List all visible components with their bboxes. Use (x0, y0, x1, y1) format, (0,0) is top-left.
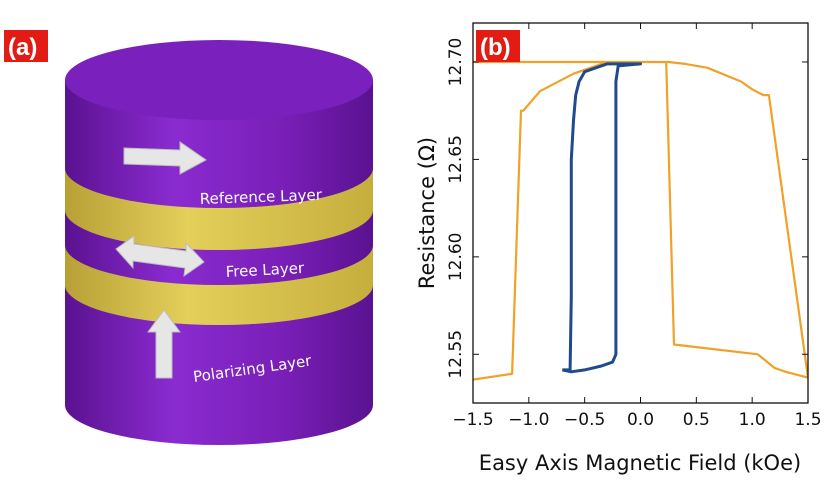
reference-layer-label: Reference Layer (200, 186, 324, 208)
arrow-right-icon (123, 141, 207, 175)
resistance-chart: −1.5 −1.0 −0.5 0.0 0.5 1.0 1.5 12.55 12.60 12.65 1… (415, 22, 822, 475)
plot-frame (472, 22, 809, 404)
y-tick-label: 12.60 (446, 233, 466, 282)
x-tick-label: −1.0 (508, 410, 549, 430)
x-tick-label: 1.0 (739, 410, 766, 430)
badge-a-text: (a) (8, 34, 37, 61)
x-tick-label: 1.5 (794, 410, 821, 430)
band-lower (65, 245, 373, 325)
y-tick-label: 12.70 (446, 38, 466, 87)
spin-valve-diagram: Reference Layer Free Layer Polarizing La… (4, 30, 373, 445)
x-tick-label: 0.5 (683, 410, 710, 430)
badge-b-text: (b) (480, 34, 511, 61)
y-axis-label: Resistance (Ω) (415, 137, 439, 289)
series-line-1 (561, 62, 642, 374)
x-axis-label: Easy Axis Magnetic Field (kOe) (479, 451, 801, 475)
y-tick-label: 12.65 (446, 135, 466, 184)
arrow-left-right-icon (115, 235, 205, 278)
x-tick-label: −1.5 (452, 410, 493, 430)
band-upper (65, 168, 373, 250)
y-tick-label: 12.55 (446, 330, 466, 379)
x-tick-label: −0.5 (564, 410, 605, 430)
free-layer-label: Free Layer (225, 259, 305, 281)
badge-b (476, 30, 520, 62)
cylinder-body (65, 80, 373, 445)
x-tick-label: 0.0 (627, 410, 654, 430)
arrow-up-icon (147, 309, 181, 379)
cylinder-top (65, 40, 373, 120)
series-line-0 (473, 60, 808, 381)
badge-a (4, 30, 48, 62)
